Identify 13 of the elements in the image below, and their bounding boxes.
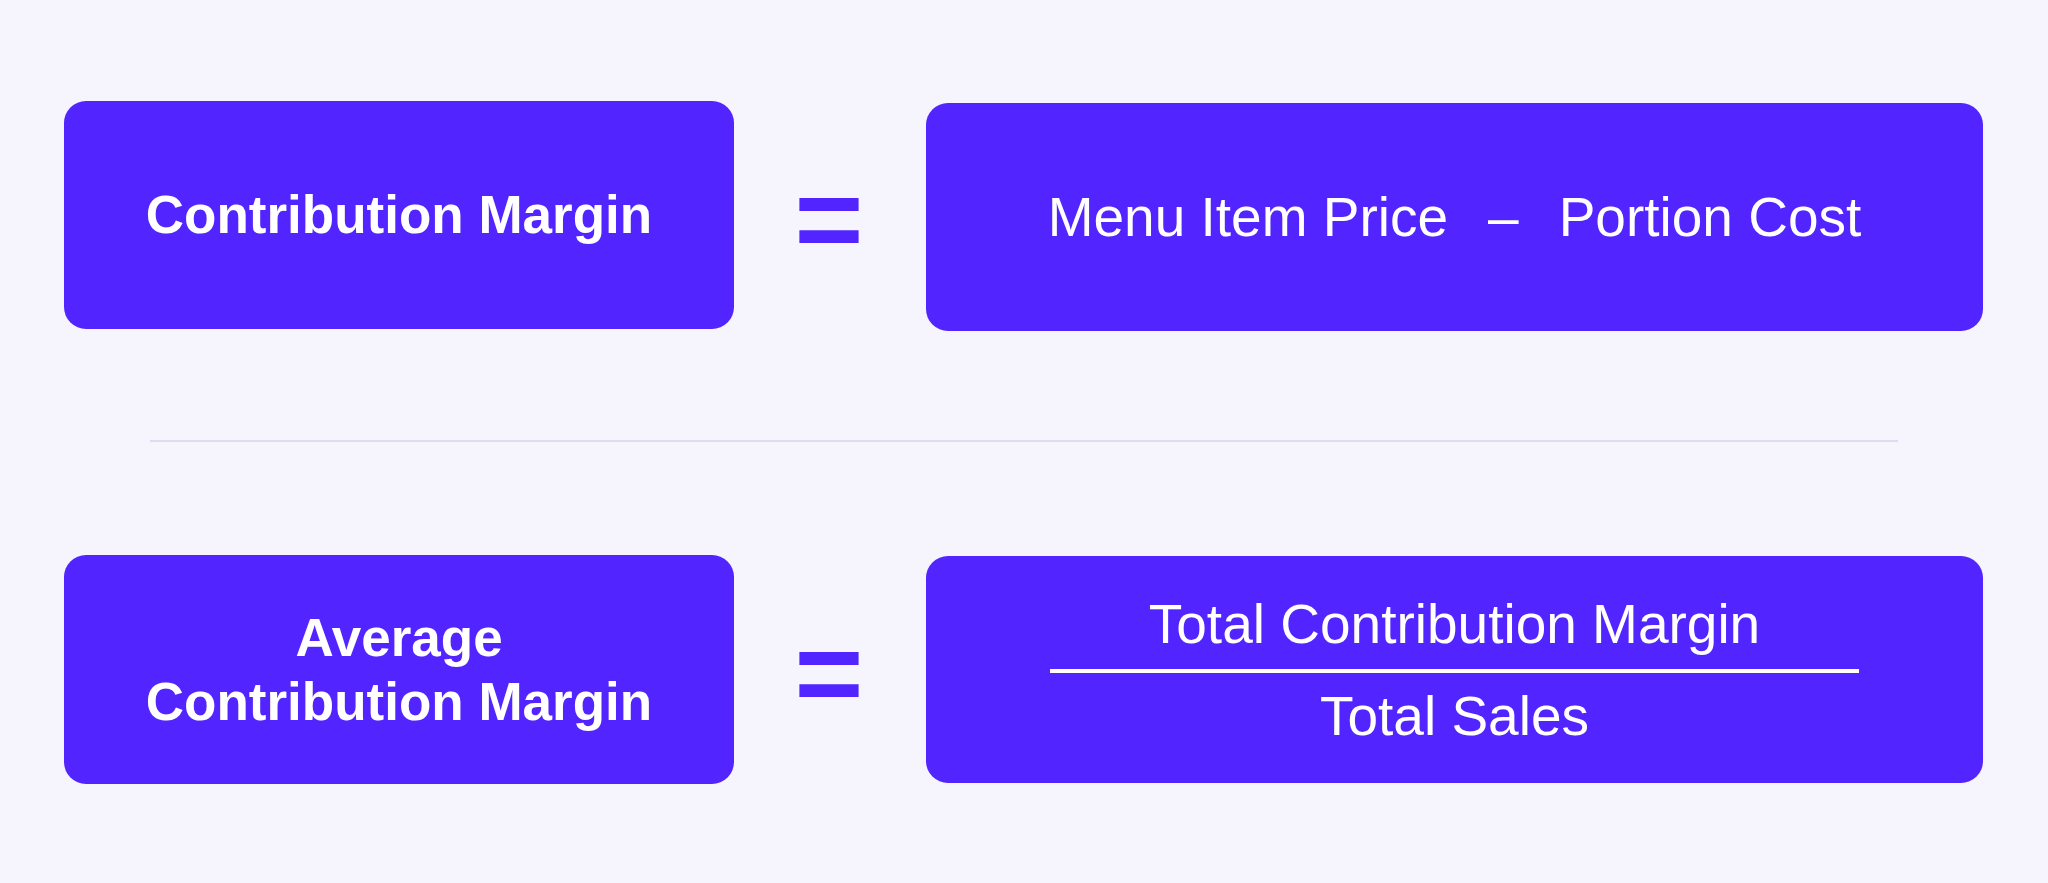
- formula-box: [926, 103, 1983, 331]
- denominator-text: Total Sales: [1319, 683, 1589, 749]
- operand-text: Menu Item Price: [1047, 185, 1449, 250]
- term-box: [64, 555, 734, 784]
- equals-sign: =: [794, 160, 864, 278]
- operand-text: Portion Cost: [1558, 185, 1862, 250]
- formula-box: [926, 556, 1983, 783]
- equals-sign: =: [794, 614, 864, 732]
- numerator-text: Total Contribution Margin: [1148, 591, 1761, 657]
- term-text: Contribution Margin: [145, 184, 653, 247]
- term-box: [64, 101, 734, 329]
- minus-sign: –: [1488, 185, 1519, 250]
- term-text: Average Contribution Margin: [144, 606, 654, 733]
